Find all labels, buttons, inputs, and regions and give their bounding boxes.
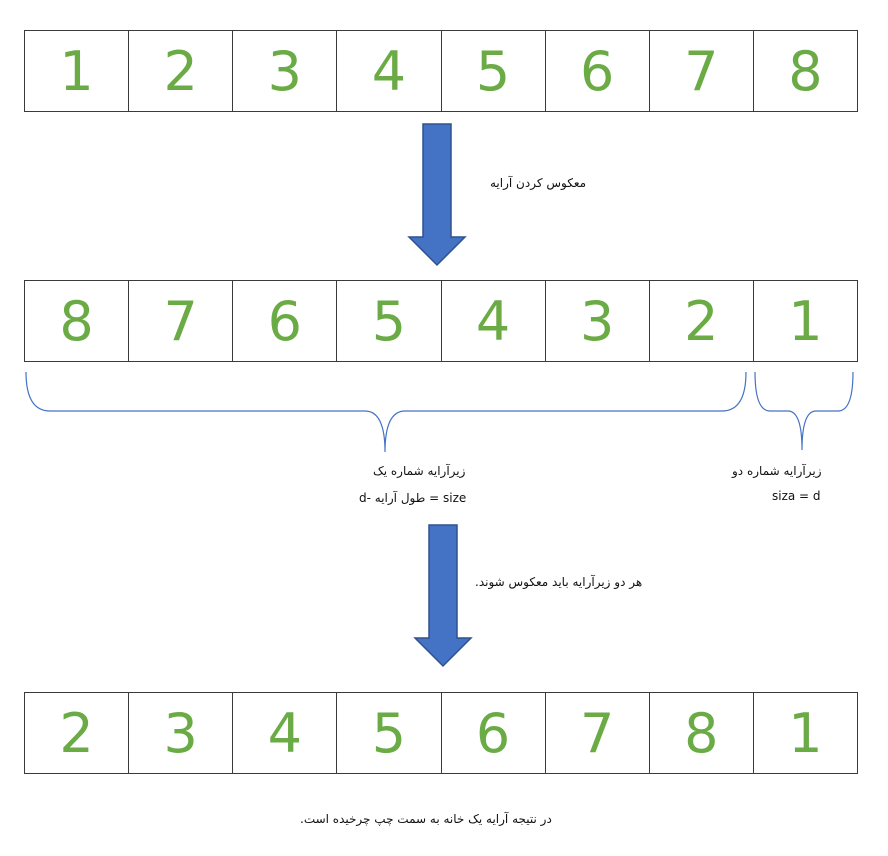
subarray-braces (25, 371, 854, 453)
conclusion-text: در نتیجه آرایه یک خانه به سمت چپ چرخیده … (300, 812, 552, 826)
array-cell: 5 (337, 280, 442, 362)
array-cell: 4 (337, 30, 442, 112)
array-cell: 5 (337, 692, 442, 774)
array-cell: 1 (753, 280, 858, 362)
array-cell: 6 (545, 30, 650, 112)
array-cell: 4 (233, 692, 338, 774)
subarray2-title: زیرآرایه شماره دو (732, 464, 822, 478)
array-cell: 7 (545, 692, 650, 774)
array-cell: 3 (233, 30, 338, 112)
array-cell: 1 (24, 30, 130, 112)
array-cell: 3 (129, 692, 234, 774)
array-cell: 6 (441, 692, 546, 774)
array-cell: 2 (129, 30, 234, 112)
array-cell: 2 (24, 692, 130, 774)
subarray2-size: siza = d (772, 489, 821, 503)
array-cell: 4 (441, 280, 546, 362)
step2-label: هر دو زیرآرایه باید معکوس شوند. (475, 575, 643, 589)
reversed-array: 8 7 6 5 4 3 2 1 (24, 280, 858, 362)
array-cell: 7 (649, 30, 754, 112)
down-arrow-icon (407, 123, 467, 267)
subarray2-brace (754, 371, 854, 451)
result-array: 2 3 4 5 6 7 8 1 (24, 692, 858, 774)
original-array: 1 2 3 4 5 6 7 8 (24, 30, 858, 112)
array-cell: 6 (233, 280, 338, 362)
array-cell: 8 (24, 280, 130, 362)
down-arrow-icon (413, 524, 473, 668)
array-cell: 2 (649, 280, 754, 362)
subarray1-brace (25, 371, 747, 453)
array-cell: 8 (753, 30, 858, 112)
array-cell: 5 (441, 30, 546, 112)
step1-label: معکوس کردن آرایه (490, 176, 587, 190)
array-cell: 8 (649, 692, 754, 774)
subarray1-title: زیرآرایه شماره یک (373, 464, 466, 478)
subarray1-size: size = طول آرایه -d (359, 491, 467, 505)
array-cell: 3 (545, 280, 650, 362)
array-cell: 1 (753, 692, 858, 774)
array-cell: 7 (129, 280, 234, 362)
